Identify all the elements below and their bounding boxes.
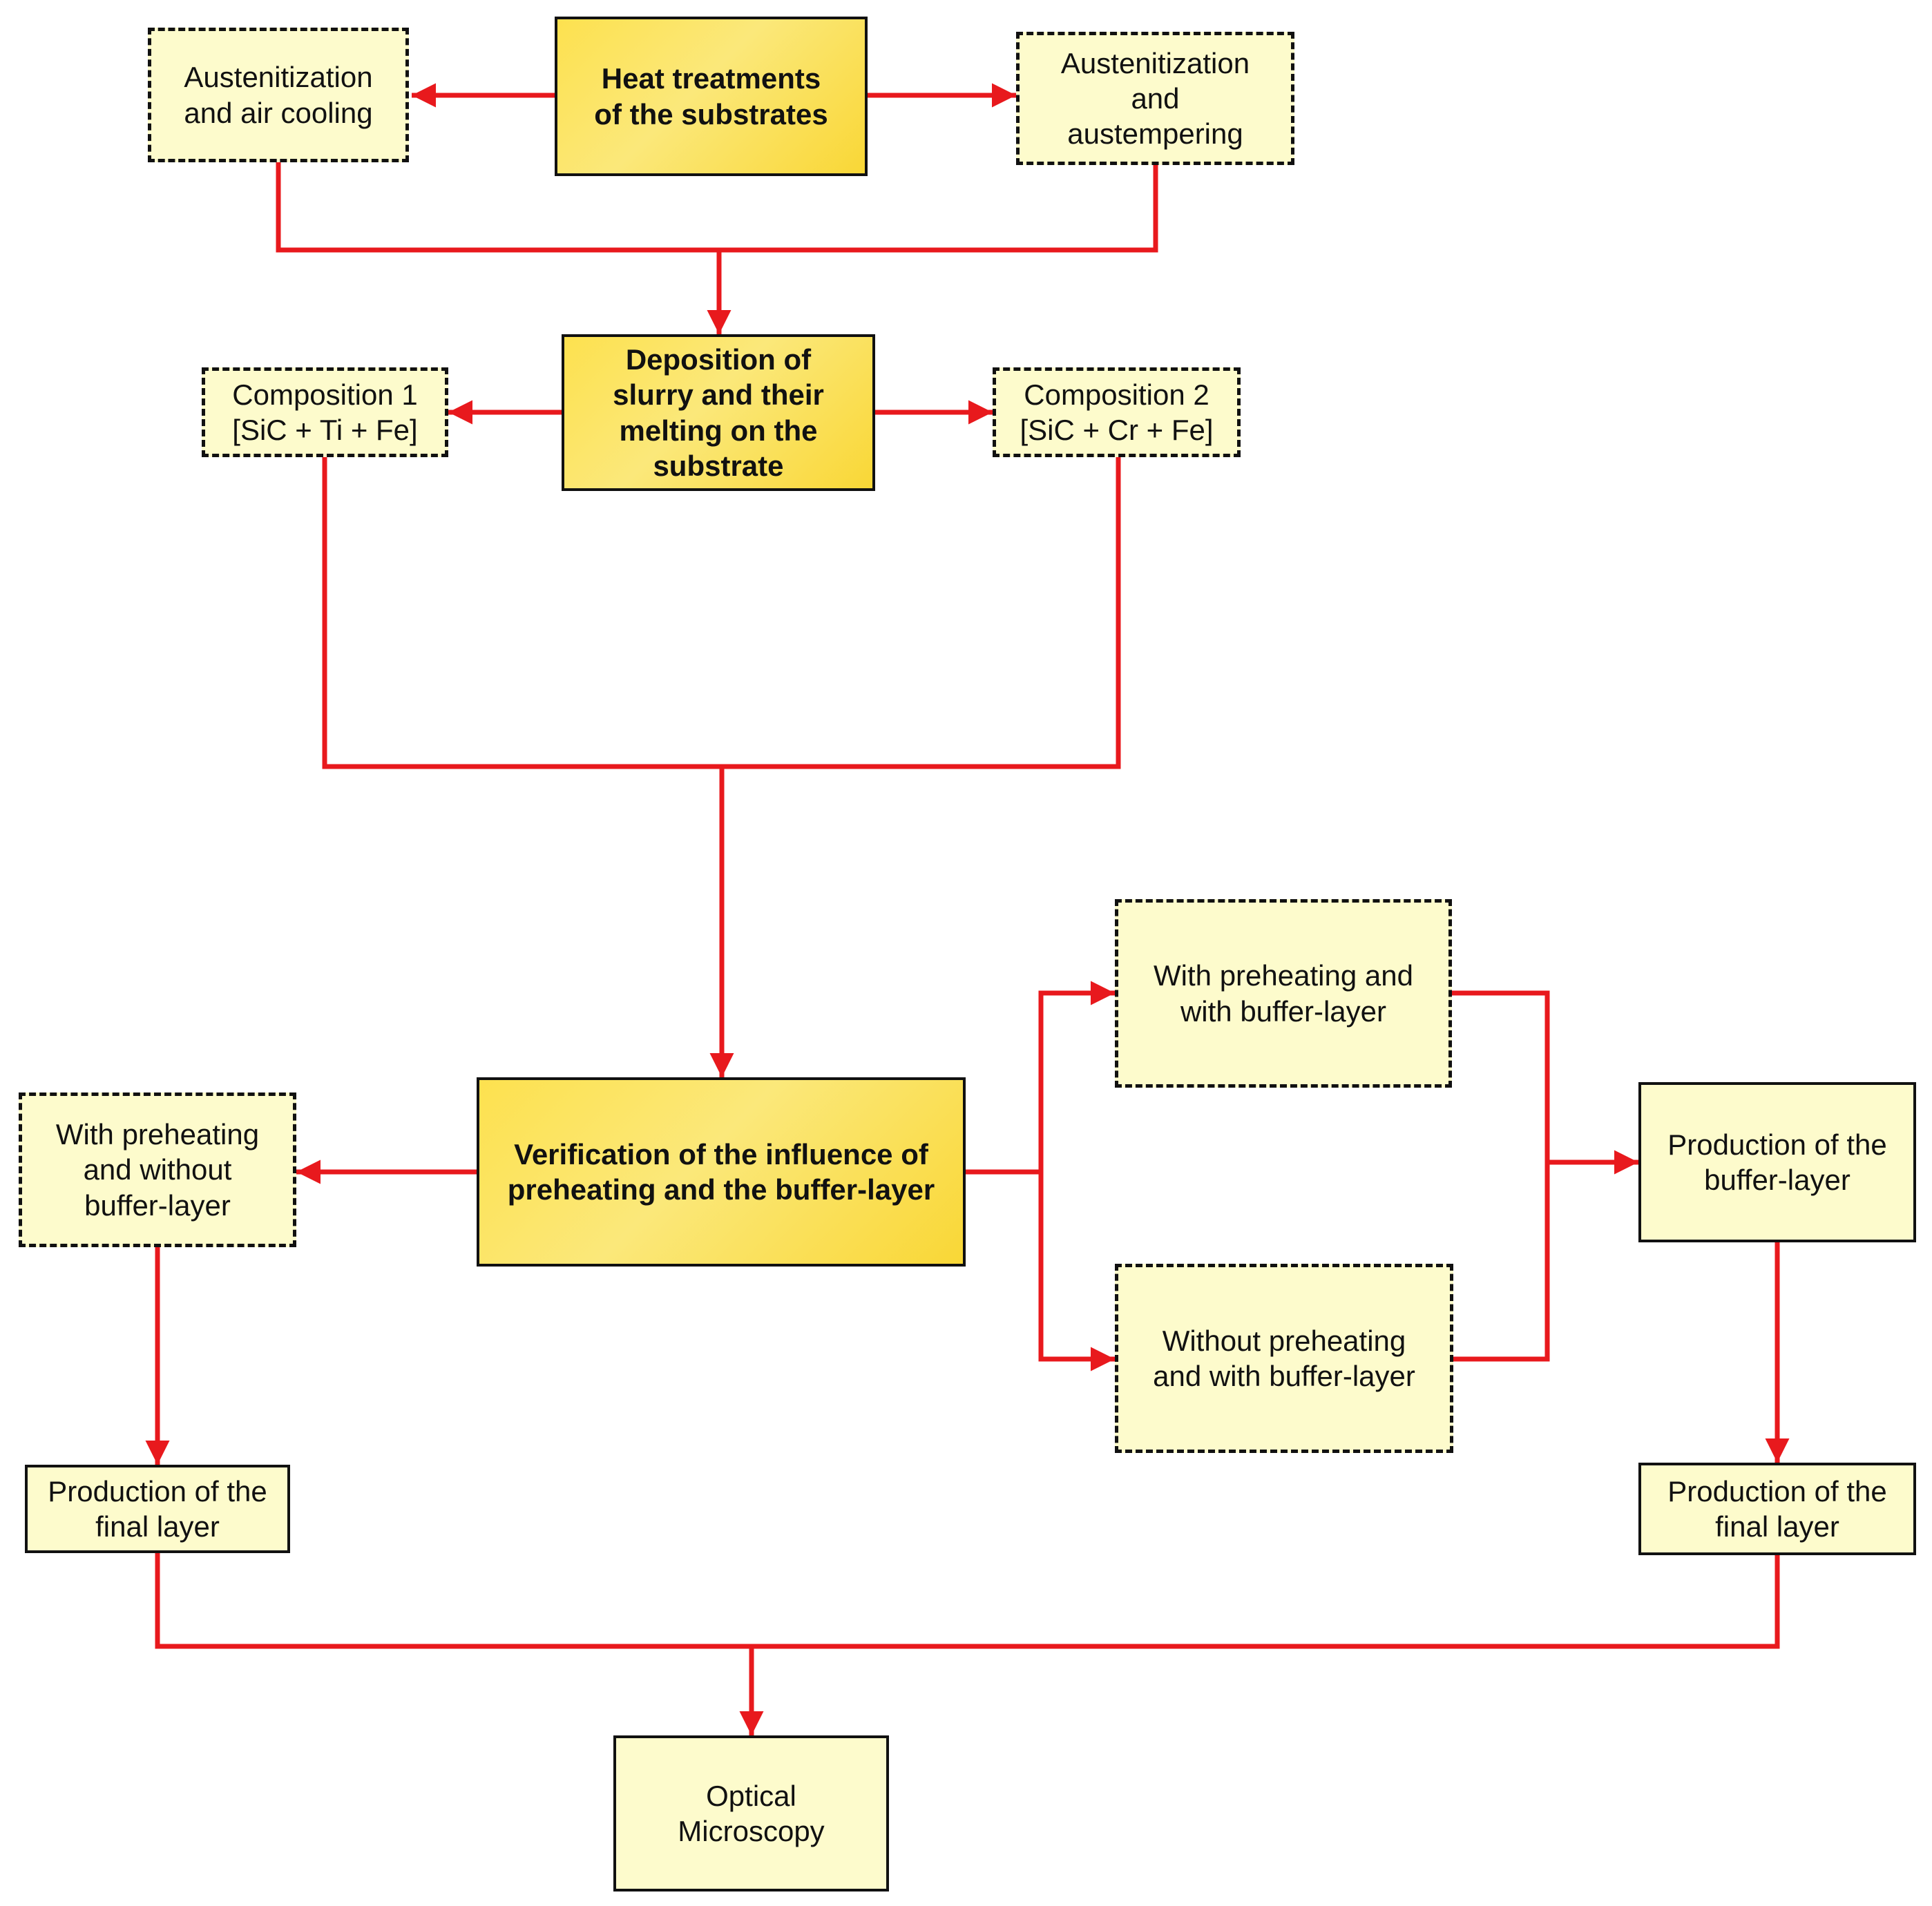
connector-composition-1-to-verification: [322, 457, 734, 1077]
composition-2-node: Composition 2[SiC + Cr + Fe]: [993, 367, 1241, 457]
connector-verification-to-preheat-buffer: [966, 981, 1115, 1175]
connector-austempering-to-merge: [719, 165, 1158, 253]
connector-air-cooling-to-deposition: [276, 162, 731, 334]
composition-1-node: Composition 1[SiC + Ti + Fe]: [202, 367, 448, 457]
connector-final-right-to-merge: [752, 1555, 1780, 1649]
connector-composition-2-to-merge: [722, 457, 1121, 769]
connector-verification-to-no-preheat-buffer: [1038, 1172, 1115, 1371]
composition-2-label: Composition 2[SiC + Cr + Fe]: [1020, 378, 1214, 446]
composition-1-label: Composition 1[SiC + Ti + Fe]: [232, 378, 418, 446]
connector-buffer-options-merge: [1452, 990, 1550, 1362]
connector-final-left-to-microscopy: [155, 1553, 764, 1735]
